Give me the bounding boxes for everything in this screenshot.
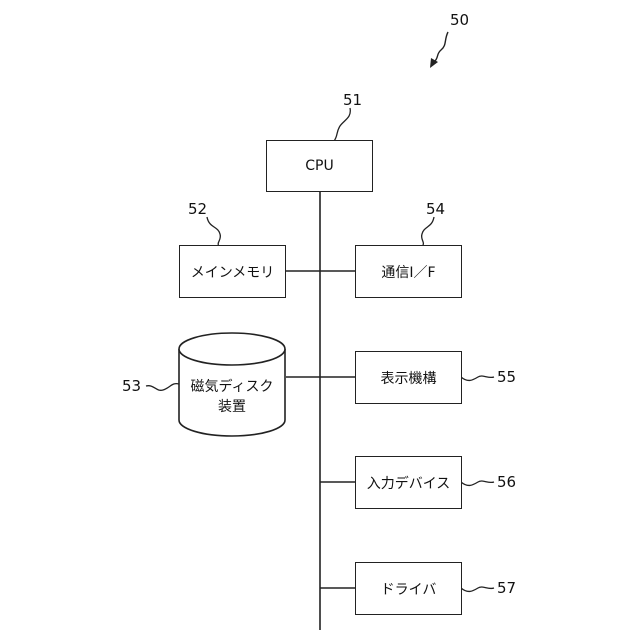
cpu-label: CPU — [305, 158, 333, 174]
leader-52 — [207, 217, 220, 247]
ref-56: 56 — [497, 473, 516, 491]
ref-50: 50 — [450, 11, 469, 29]
main-memory-label: メインメモリ — [191, 262, 275, 282]
input-device-label: 入力デバイス — [367, 473, 451, 493]
leader-57 — [461, 587, 494, 591]
leader-56 — [461, 481, 494, 485]
leader-55 — [461, 376, 494, 380]
display-box: 表示機構 — [355, 351, 462, 404]
ref-51: 51 — [343, 91, 362, 109]
cpu-box: CPU — [266, 140, 373, 192]
driver-box: ドライバ — [355, 562, 462, 615]
ref-54: 54 — [426, 200, 445, 218]
main-memory-box: メインメモリ — [179, 245, 286, 298]
leader-51 — [334, 108, 350, 141]
figure-ref-arrow — [430, 32, 448, 68]
driver-label: ドライバ — [381, 579, 437, 599]
comm-if-box: 通信I／F — [355, 245, 462, 298]
display-label: 表示機構 — [381, 368, 437, 388]
magnetic-disk-label-line1: 磁気ディスク — [178, 377, 286, 397]
ref-53: 53 — [122, 377, 141, 395]
leader-54 — [422, 217, 434, 247]
leader-53 — [146, 384, 179, 391]
ref-52: 52 — [188, 200, 207, 218]
magnetic-disk-label: 磁気ディスク 装置 — [178, 377, 286, 417]
magnetic-disk-label-line2: 装置 — [178, 397, 286, 417]
input-device-box: 入力デバイス — [355, 456, 462, 509]
ref-55: 55 — [497, 368, 516, 386]
ref-57: 57 — [497, 579, 516, 597]
comm-if-label: 通信I／F — [381, 262, 435, 282]
